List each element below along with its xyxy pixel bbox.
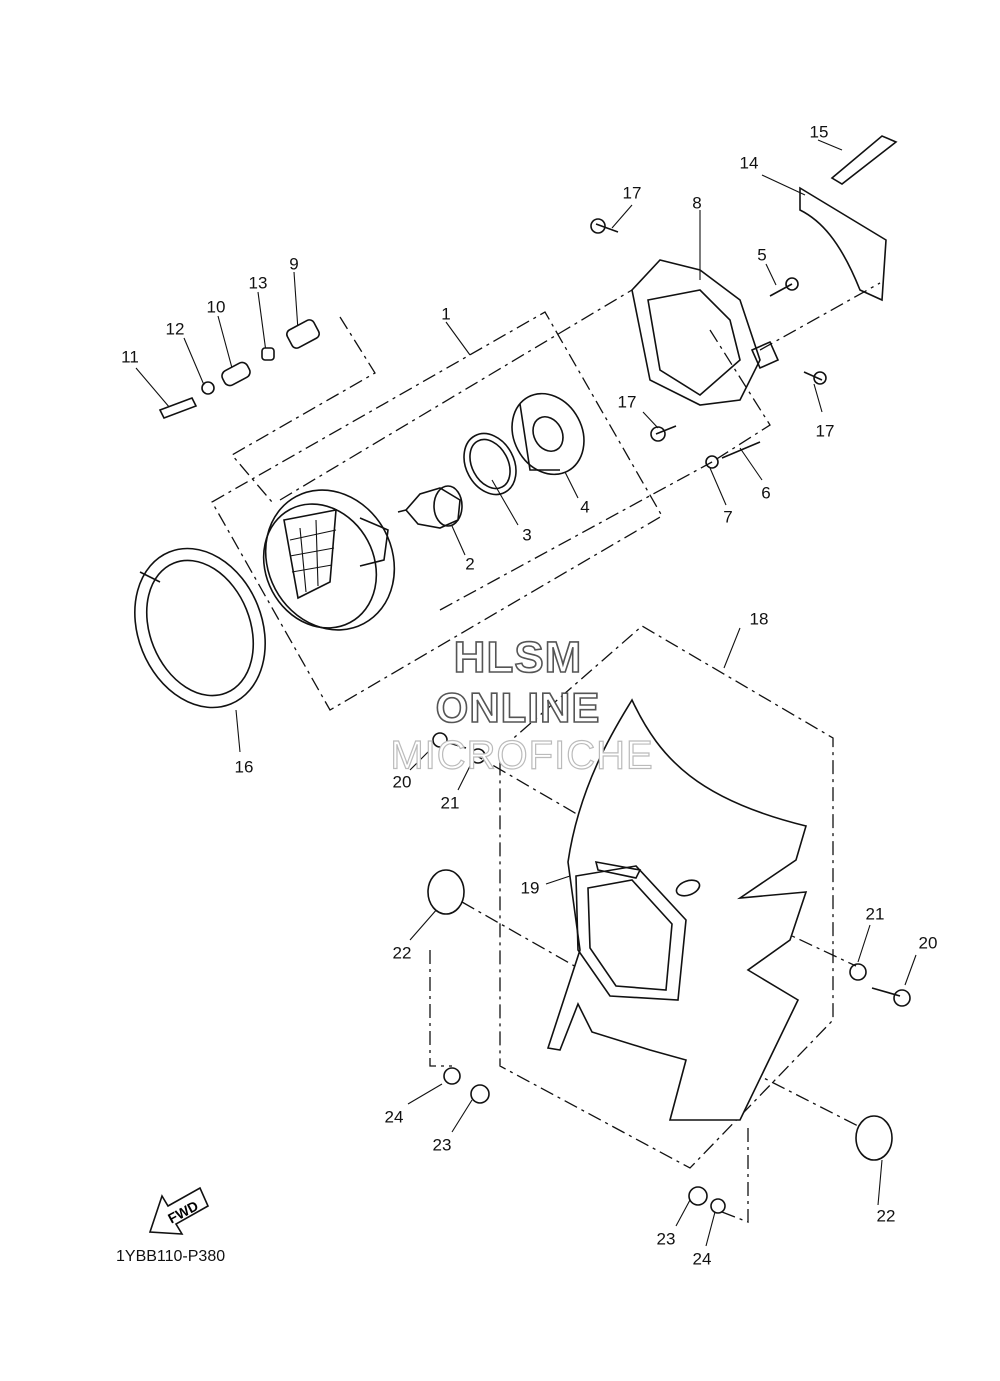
callout-label: 17 bbox=[622, 183, 642, 203]
watermark-line-3: MICROFICHE bbox=[390, 733, 654, 778]
callout-label: 5 bbox=[757, 245, 767, 265]
callout-label: 10 bbox=[206, 297, 226, 317]
headlight-cowl bbox=[546, 698, 808, 1121]
callout-label: 18 bbox=[749, 609, 769, 629]
callout-label: 21 bbox=[440, 793, 460, 813]
grommets-and-nuts bbox=[427, 732, 911, 1214]
callout-label: 17 bbox=[617, 392, 637, 412]
callout-label: 21 bbox=[865, 904, 885, 924]
rim-ring-part-16 bbox=[134, 547, 266, 709]
assembly-18-outline bbox=[499, 625, 834, 1169]
callout-label: 24 bbox=[692, 1249, 712, 1269]
bulb-part-2 bbox=[397, 485, 463, 529]
callout-label: 17 bbox=[815, 421, 835, 441]
callout-label: 11 bbox=[121, 347, 139, 367]
retaining-spring-part-3 bbox=[463, 432, 517, 496]
callout-label: 22 bbox=[392, 943, 412, 963]
callout-label: 13 bbox=[248, 273, 268, 293]
callout-label: 19 bbox=[520, 878, 540, 898]
callout-label: 7 bbox=[723, 507, 733, 527]
cable-tie-part-15 bbox=[830, 135, 898, 185]
callout-label: 20 bbox=[918, 933, 938, 953]
callout-label: 4 bbox=[580, 497, 590, 517]
fwd-arrow-icon bbox=[148, 1186, 210, 1235]
small-parts-9-13 bbox=[158, 319, 320, 420]
watermark-line-1: HLSM bbox=[453, 632, 583, 683]
headlight-unit bbox=[262, 489, 396, 631]
callout-label: 22 bbox=[876, 1206, 896, 1226]
callout-label: 14 bbox=[739, 153, 759, 173]
callout-label: 12 bbox=[165, 319, 185, 339]
callout-label: 9 bbox=[289, 254, 299, 274]
callout-label: 1 bbox=[441, 304, 451, 324]
callout-label: 16 bbox=[234, 757, 254, 777]
screws bbox=[590, 218, 827, 469]
callout-label: 3 bbox=[522, 525, 532, 545]
callout-label: 23 bbox=[656, 1229, 676, 1249]
diagram-code: 1YBB110-P380 bbox=[116, 1248, 226, 1265]
leader-lines bbox=[230, 282, 881, 1223]
callout-label: 23 bbox=[432, 1135, 452, 1155]
callout-label: 24 bbox=[384, 1107, 404, 1127]
callout-label: 6 bbox=[761, 483, 771, 503]
callout-label: 20 bbox=[392, 772, 412, 792]
callout-label: 15 bbox=[809, 122, 829, 142]
bulb-cover-part-4 bbox=[511, 392, 585, 476]
bracket-part-8 bbox=[631, 259, 780, 406]
callout-label: 2 bbox=[465, 554, 475, 574]
assembly-1-outline bbox=[211, 311, 663, 711]
callout-label: 8 bbox=[692, 193, 702, 213]
plate-part-14 bbox=[799, 186, 887, 302]
watermark-line-2: ONLINE bbox=[435, 683, 601, 732]
